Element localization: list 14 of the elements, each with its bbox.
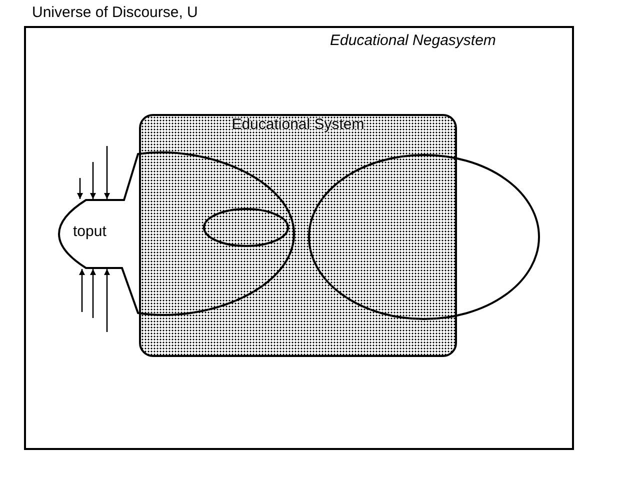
region-label: Educational Negasystem bbox=[330, 32, 496, 50]
system-region bbox=[139, 114, 457, 357]
arrow bbox=[104, 146, 110, 199]
arrow bbox=[90, 162, 96, 199]
ellipse-outline bbox=[203, 208, 289, 247]
system-label: Educational System bbox=[230, 116, 366, 134]
universe-title: Universe of Discourse, U bbox=[32, 4, 198, 22]
arrow bbox=[77, 178, 83, 199]
arrow bbox=[90, 269, 96, 318]
arrow bbox=[79, 269, 85, 312]
toput-label: toput bbox=[73, 223, 106, 241]
toput-outline bbox=[59, 152, 297, 318]
ellipse-outline bbox=[308, 154, 540, 320]
arrow bbox=[104, 269, 110, 332]
